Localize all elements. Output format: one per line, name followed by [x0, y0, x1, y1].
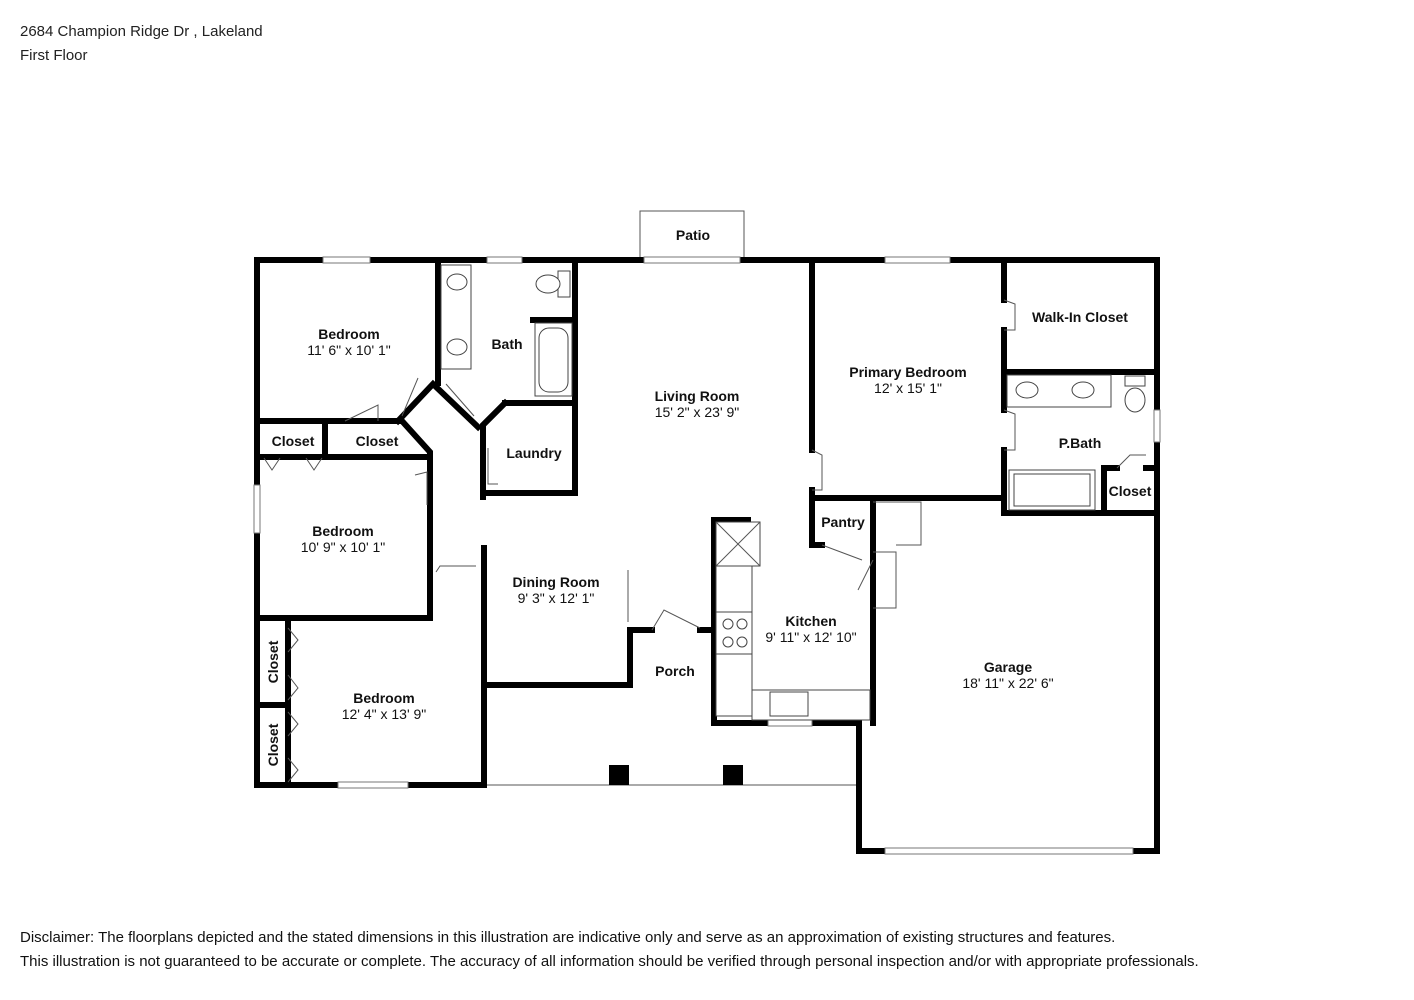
closet-pb-label: Closet	[1109, 483, 1152, 499]
windows	[253, 256, 1161, 855]
walls	[254, 257, 1160, 854]
garage-dims: 18' 11" x 22' 6"	[962, 675, 1053, 691]
living-label: Living Room	[655, 388, 740, 404]
dining-label: Dining Room	[512, 574, 599, 590]
closet-v1-label: Closet	[265, 640, 281, 683]
kitchen-fixtures	[715, 521, 871, 721]
closet-a-label: Closet	[272, 433, 315, 449]
bedroom1-dims: 11' 6" x 10' 1"	[307, 342, 391, 358]
bedroom3-dims: 12' 4" x 13' 9"	[342, 706, 427, 722]
laundry-label: Laundry	[506, 445, 561, 461]
porch-post	[609, 765, 629, 785]
living-dims: 15' 2" x 23' 9"	[655, 404, 740, 420]
floor-name: First Floor	[20, 47, 88, 64]
bedroom1-label: Bedroom	[318, 326, 379, 342]
kitchen-label: Kitchen	[785, 613, 836, 629]
closet-v2-label: Closet	[265, 723, 281, 766]
door-swings	[263, 299, 1146, 783]
disclaimer-line-2: This illustration is not guaranteed to b…	[20, 953, 1199, 970]
dining-dims: 9' 3" x 12' 1"	[518, 590, 595, 606]
bath-label: Bath	[491, 336, 522, 352]
bedroom3-label: Bedroom	[353, 690, 414, 706]
bath-fixtures	[440, 264, 573, 397]
disclaimer-line-1: Disclaimer: The floorplans depicted and …	[20, 929, 1116, 946]
patio-label: Patio	[676, 227, 710, 243]
kitchen-dims: 9' 11" x 12' 10"	[765, 629, 856, 645]
closet-b-label: Closet	[356, 433, 399, 449]
primary-label: Primary Bedroom	[849, 364, 966, 380]
garage-label: Garage	[984, 659, 1032, 675]
porch-label: Porch	[655, 663, 695, 679]
walkin-label: Walk-In Closet	[1032, 309, 1128, 325]
porch-post	[723, 765, 743, 785]
property-address: 2684 Champion Ridge Dr , Lakeland	[20, 23, 263, 40]
pantry-label: Pantry	[821, 514, 865, 530]
primary-dims: 12' x 15' 1"	[874, 380, 942, 396]
pbath-fixtures	[1006, 374, 1146, 511]
bedroom2-dims: 10' 9" x 10' 1"	[301, 539, 386, 555]
bedroom2-label: Bedroom	[312, 523, 373, 539]
pbath-label: P.Bath	[1059, 435, 1102, 451]
